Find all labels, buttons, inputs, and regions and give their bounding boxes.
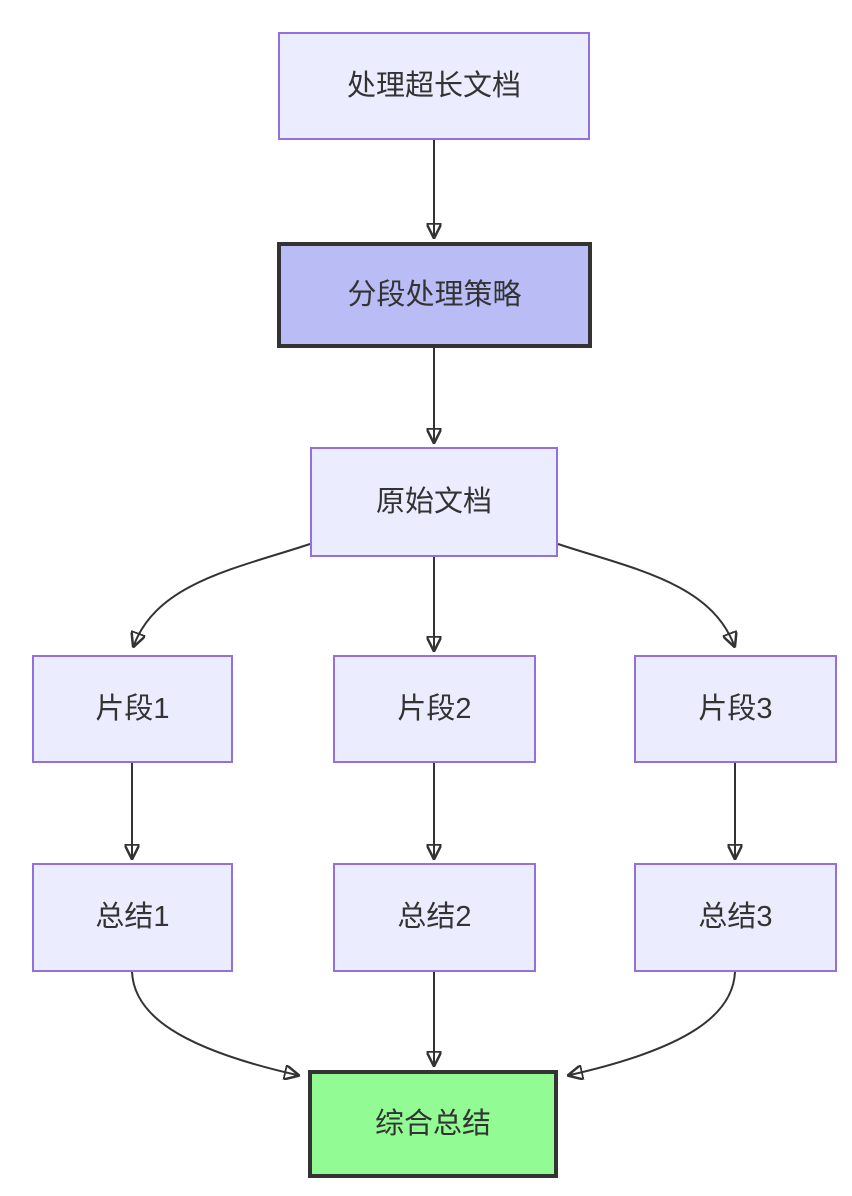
- node-fragment-1: 片段1: [32, 655, 233, 763]
- node-process-long-document: 处理超长文档: [278, 32, 590, 140]
- edge-document-to-fragment-1: [134, 543, 311, 645]
- edge-summary-1-to-final: [131, 971, 297, 1075]
- edge-document-to-fragment-3: [557, 543, 734, 645]
- node-summary-3: 总结3: [634, 863, 837, 972]
- node-summary-1: 总结1: [32, 863, 233, 972]
- node-final-summary: 综合总结: [308, 1070, 558, 1178]
- node-original-document: 原始文档: [310, 447, 558, 557]
- node-fragment-2: 片段2: [333, 655, 536, 763]
- node-fragment-3: 片段3: [634, 655, 837, 763]
- node-segmentation-strategy: 分段处理策略: [277, 242, 592, 348]
- edge-summary-3-to-final: [570, 971, 736, 1075]
- node-summary-2: 总结2: [333, 863, 536, 972]
